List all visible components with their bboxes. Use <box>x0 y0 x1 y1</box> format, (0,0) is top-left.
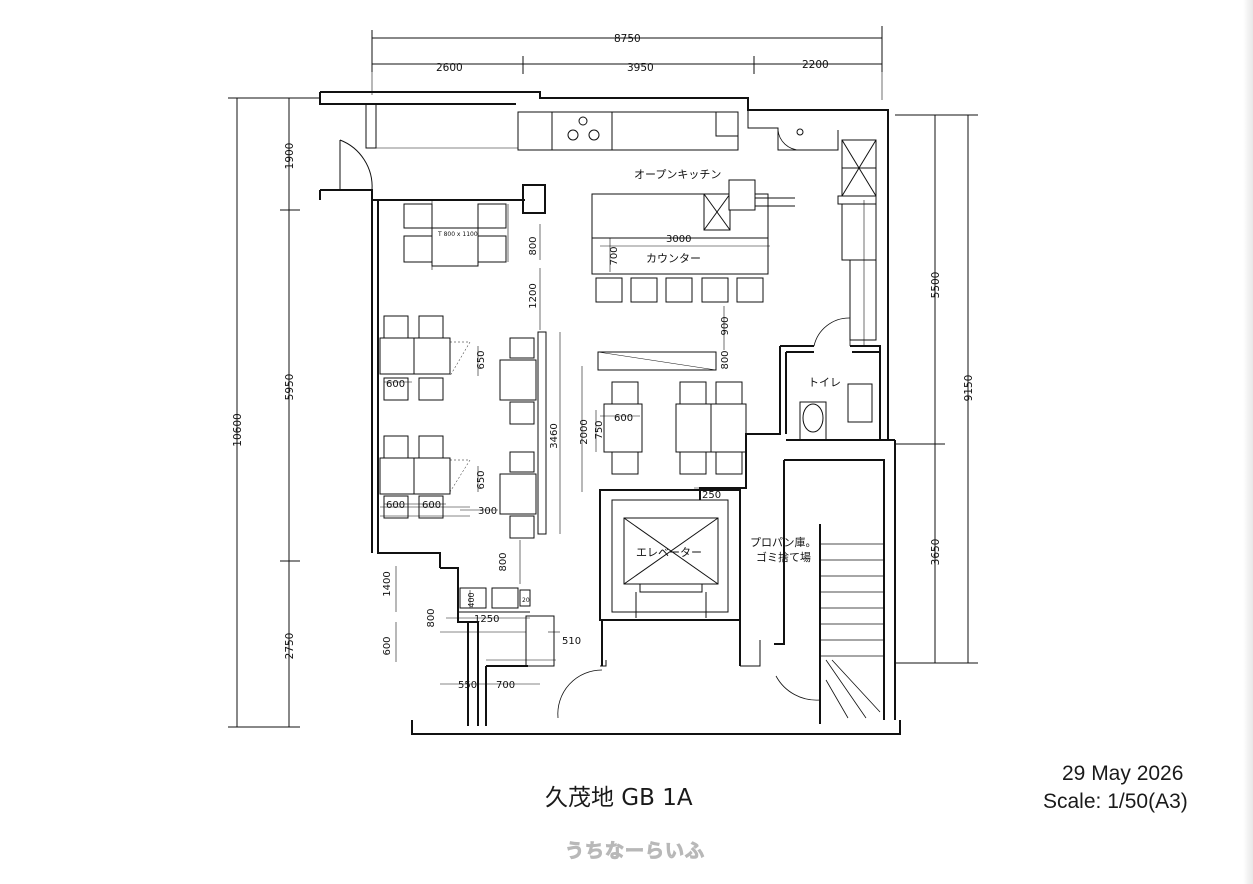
dim-600d: 600 <box>614 413 633 424</box>
dim-600a: 600 <box>386 379 405 390</box>
dim-1200: 1200 <box>528 283 539 308</box>
label-counter: カウンター <box>646 252 701 265</box>
plan-scale: Scale: 1/50(A3) <box>1043 790 1188 813</box>
dim-600b: 600 <box>386 500 405 511</box>
bottom-left-fixtures <box>440 587 556 667</box>
dim-1400: 1400 <box>382 571 393 596</box>
dim-650a: 650 <box>476 350 487 369</box>
dim-650b: 650 <box>476 470 487 489</box>
center-tables-left <box>499 331 547 539</box>
minor-dimension-lines <box>384 224 725 685</box>
dim-right-total: 9150 <box>963 375 975 402</box>
room-labels: オープンキッチン カウンター トイレ エレベーター プロパン庫。 ゴミ捨て場 <box>634 168 841 564</box>
dim-top-b: 3950 <box>627 62 654 74</box>
right-column-units <box>837 139 877 346</box>
dim-800d: 800 <box>426 608 437 627</box>
note-labels: T 800 x 1100 800 700 3000 1200 900 800 6… <box>382 231 731 691</box>
dimension-right <box>895 114 978 664</box>
left-booth-2 <box>379 435 471 519</box>
dim-600c: 600 <box>422 500 441 511</box>
label-storage-2: ゴミ捨て場 <box>756 550 811 564</box>
center-tables <box>597 351 747 475</box>
dim-900: 900 <box>720 316 731 335</box>
dimension-top <box>371 26 883 100</box>
kitchen-island <box>591 179 795 275</box>
label-elevator: エレベーター <box>636 546 702 559</box>
label-toilet: トイレ <box>808 376 841 389</box>
label-open-kitchen: オープンキッチン <box>634 168 721 181</box>
dim-3460: 3460 <box>549 423 560 448</box>
dim-800b: 800 <box>720 350 731 369</box>
dim-3000: 3000 <box>666 234 691 245</box>
dim-800c: 800 <box>498 552 509 571</box>
dim-right-a: 5500 <box>930 272 942 299</box>
kitchen-counter-top <box>376 111 739 151</box>
plan-title: 久茂地 GB 1A <box>545 785 693 811</box>
dim-20: 20 <box>522 597 530 604</box>
dim-250: 250 <box>702 490 721 501</box>
stairs <box>820 543 884 719</box>
watermark: うちなーらいふ <box>564 840 706 863</box>
dim-left-c: 2750 <box>284 633 296 660</box>
dim-2000: 2000 <box>579 419 590 444</box>
dim-550: 550 <box>458 680 477 691</box>
dim-600e: 600 <box>382 636 393 655</box>
dim-400: 400 <box>467 592 476 607</box>
scan-edge <box>1243 0 1253 884</box>
dim-top-total: 8750 <box>614 33 641 45</box>
left-booth-1 <box>379 315 471 401</box>
dim-750: 750 <box>594 420 605 439</box>
table-spec: T 800 x 1100 <box>437 231 478 238</box>
elevator-shaft <box>599 489 761 667</box>
dim-510: 510 <box>562 636 581 647</box>
dining-table-top-left <box>403 200 509 270</box>
dim-left-b: 5950 <box>284 374 296 401</box>
dim-1250: 1250 <box>474 614 499 625</box>
dim-300: 300 <box>478 506 497 517</box>
dim-top-c: 2200 <box>802 59 829 71</box>
dim-700b: 700 <box>496 680 515 691</box>
dim-top-a: 2600 <box>436 62 463 74</box>
dimension-labels: 8750 2600 3950 2200 10600 1900 5950 2750… <box>232 33 975 659</box>
dimension-left <box>228 97 320 728</box>
dim-right-b: 3650 <box>930 539 942 566</box>
label-storage-1: プロパン庫。 <box>750 535 817 549</box>
dim-left-total: 10600 <box>232 413 244 446</box>
outer-walls <box>319 91 901 735</box>
dim-left-a: 1900 <box>284 143 296 170</box>
plan-date: 29 May 2026 <box>1062 762 1184 785</box>
counter-stools <box>595 277 764 303</box>
dim-800a: 800 <box>528 236 539 255</box>
dim-700: 700 <box>609 246 620 265</box>
toilet-fixtures <box>799 383 873 441</box>
